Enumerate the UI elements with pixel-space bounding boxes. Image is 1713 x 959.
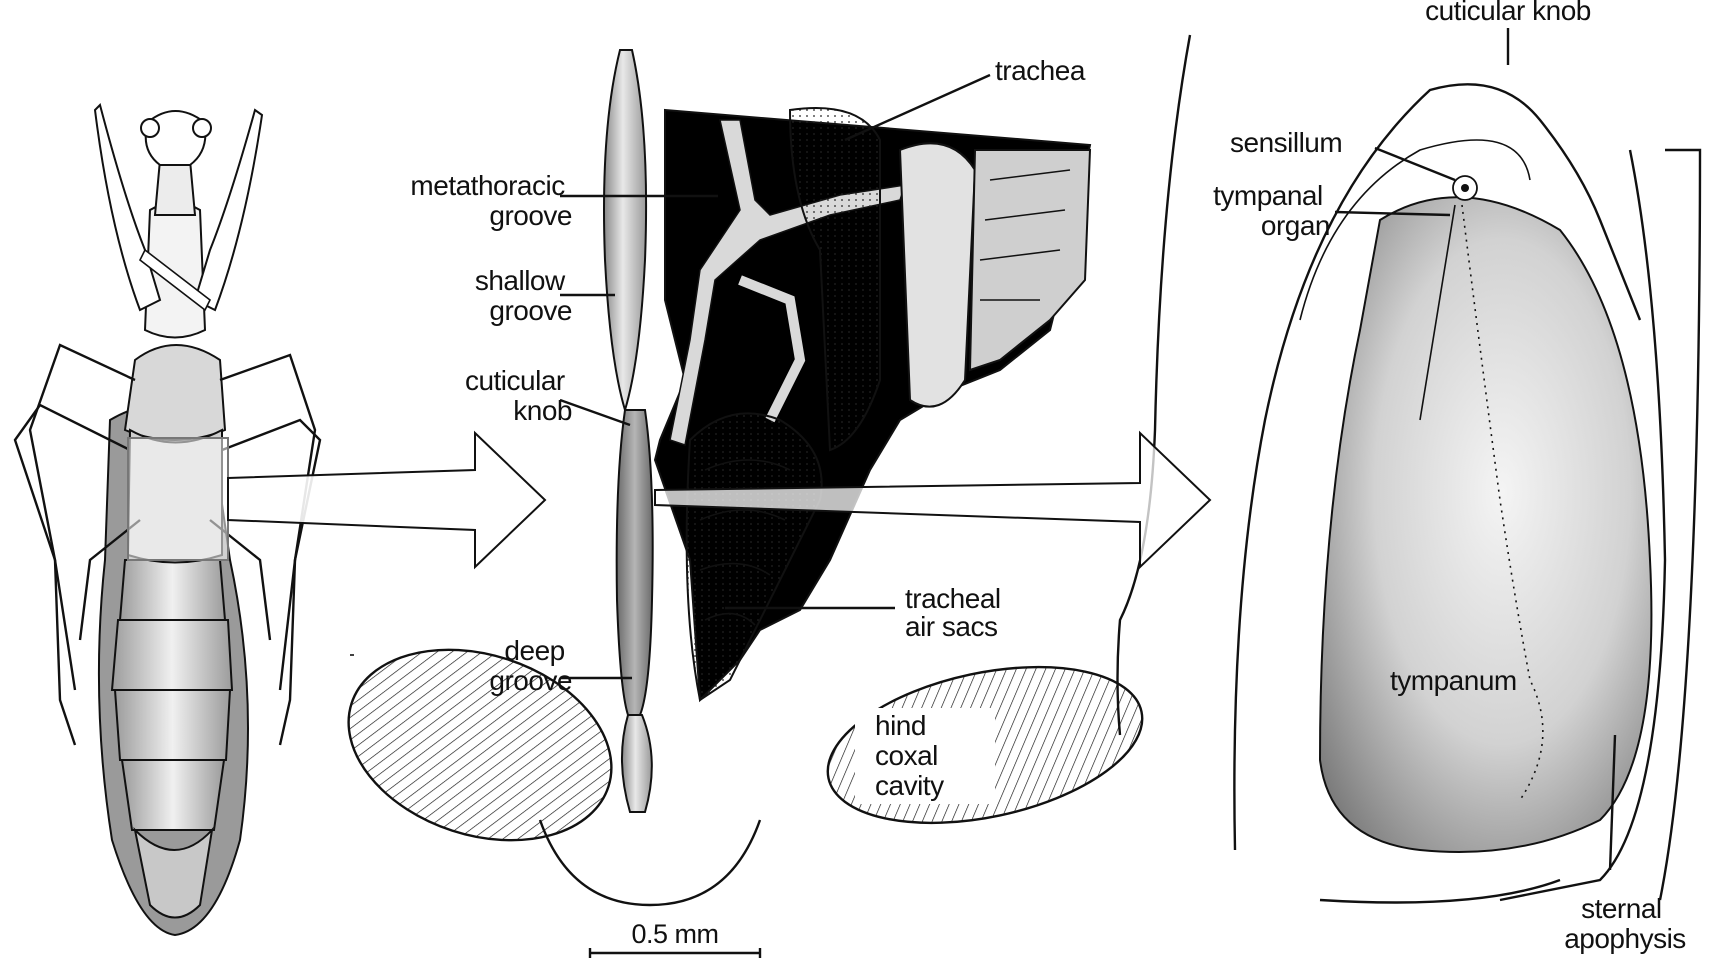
label-tympanal-organ: tympanal organ	[1213, 180, 1330, 241]
label-metathoracic-groove: metathoracic groove	[410, 170, 572, 231]
label-tympanum: tympanum	[1390, 665, 1517, 696]
label-cuticular-knob: cuticular knob	[465, 365, 572, 426]
label-sternal-apophysis: sternal apophysis	[1564, 893, 1686, 954]
zoom-arrow-left-icon	[228, 433, 545, 567]
label-deep-groove: deep groove	[489, 635, 572, 696]
scale-bar-line	[590, 948, 760, 958]
label-cuticular-knob-right: cuticular knob	[1425, 0, 1591, 26]
label-shallow-groove: shallow groove	[475, 265, 572, 326]
label-tracheal-air-sacs: tracheal air sacs	[905, 583, 1008, 642]
label-trachea: trachea	[995, 55, 1086, 86]
label-sensillum: sensillum	[1230, 127, 1342, 158]
label-scale-bar: 0.5 mm	[631, 919, 718, 949]
